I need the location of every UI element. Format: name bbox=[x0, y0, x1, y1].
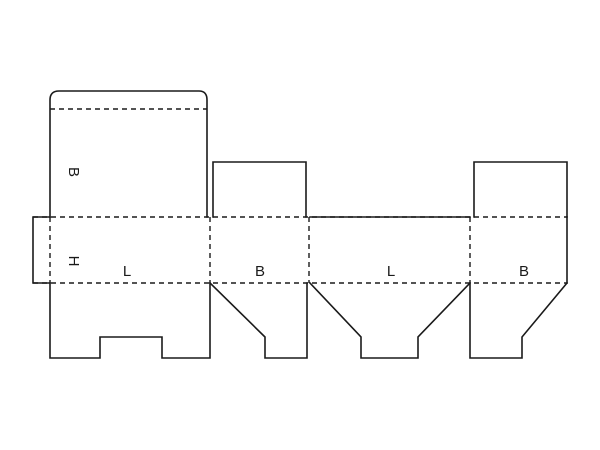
label-glue-flap-h: H bbox=[65, 256, 82, 267]
dust-flap-top-2 bbox=[473, 161, 568, 218]
label-top-flap-b: B bbox=[65, 167, 82, 177]
dust-flap-top-1 bbox=[212, 161, 307, 218]
label-panel-4-b: B bbox=[519, 263, 529, 280]
dimension-labels: B H L B L B bbox=[65, 167, 529, 280]
cut-lines bbox=[32, 90, 569, 359]
label-panel-3-l: L bbox=[387, 263, 395, 280]
top-tuck-flap-outline bbox=[49, 90, 208, 218]
bottom-flap-4-outline bbox=[469, 281, 569, 359]
bottom-flap-1-outline bbox=[49, 282, 211, 359]
fold-lines bbox=[33, 108, 567, 284]
glue-flap-outline bbox=[32, 216, 51, 284]
bottom-flap-2-outline bbox=[208, 281, 308, 359]
label-panel-1-l: L bbox=[123, 263, 131, 280]
bottom-flap-3-outline bbox=[308, 281, 472, 359]
label-panel-2-b: B bbox=[255, 263, 265, 280]
